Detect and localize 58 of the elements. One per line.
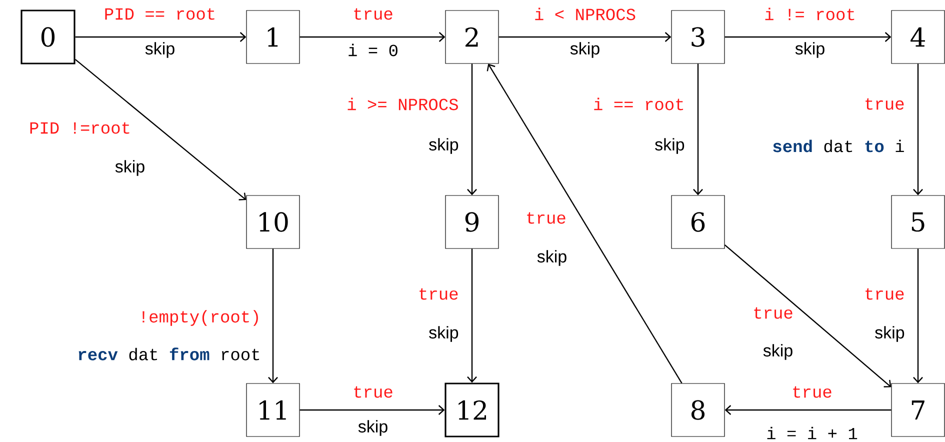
state-box: 0: [20, 10, 76, 64]
state-box: 7: [891, 383, 945, 437]
state-box: 5: [891, 195, 945, 249]
state-box: 4: [891, 10, 945, 64]
edge-label: true: [863, 97, 906, 111]
edge-label: true: [352, 385, 394, 399]
action-text: i = 0: [346, 42, 400, 58]
edge-label: !empty(root): [137, 309, 262, 327]
arrow: [913, 64, 923, 196]
edge-label: i >= NPROCS: [346, 96, 460, 112]
arrow: [724, 32, 892, 42]
arrow: [467, 64, 477, 196]
state-box: 9: [445, 195, 499, 249]
arrow: [75, 32, 246, 42]
arrow: [467, 248, 477, 383]
action-text: i = i + 1: [765, 426, 859, 440]
edge-label: true: [863, 287, 906, 301]
action-text: send dat to i: [771, 138, 906, 154]
arrow: [300, 405, 445, 415]
edge-label: PID !=root: [28, 121, 132, 135]
action-text: skip: [114, 159, 146, 177]
arrow: [724, 405, 892, 415]
action-text: skip: [356, 419, 390, 437]
arrow: [693, 64, 703, 196]
action-text: skip: [794, 41, 826, 59]
state-box: 6: [671, 195, 725, 249]
edge-label: i != root: [763, 6, 857, 22]
action-text: skip: [428, 325, 460, 343]
action-text: skip: [536, 249, 568, 267]
action-text: recv dat from root: [76, 346, 262, 362]
arrow: [498, 32, 672, 42]
edge-label: true: [417, 287, 460, 301]
state-box: 2: [445, 10, 499, 64]
state-box: 10: [246, 195, 300, 249]
arrow: [300, 32, 446, 42]
arrow: [724, 244, 892, 388]
arrow: [913, 248, 923, 384]
edge-label: true: [524, 211, 568, 225]
arrow: [486, 64, 682, 384]
edge-label: true: [352, 7, 394, 21]
action-text: skip: [654, 137, 686, 155]
action-text: skip: [428, 137, 460, 155]
state-box: 3: [671, 10, 725, 64]
edge-label: i == root: [592, 96, 686, 112]
edge-label: PID == root: [102, 7, 218, 21]
edge-label: true: [790, 385, 834, 399]
state-box: 1: [246, 10, 300, 64]
edge-label: true: [752, 306, 794, 320]
action-text: skip: [874, 325, 906, 343]
state-box: 11: [246, 383, 300, 437]
action-text: skip: [144, 41, 176, 59]
state-box: 8: [671, 383, 725, 437]
state-box: 12: [444, 382, 500, 438]
edge-label: i < NPROCS: [533, 6, 638, 22]
arrow: [268, 248, 278, 384]
action-text: skip: [762, 343, 794, 361]
arrow: [74, 58, 246, 200]
action-text: skip: [568, 41, 602, 59]
